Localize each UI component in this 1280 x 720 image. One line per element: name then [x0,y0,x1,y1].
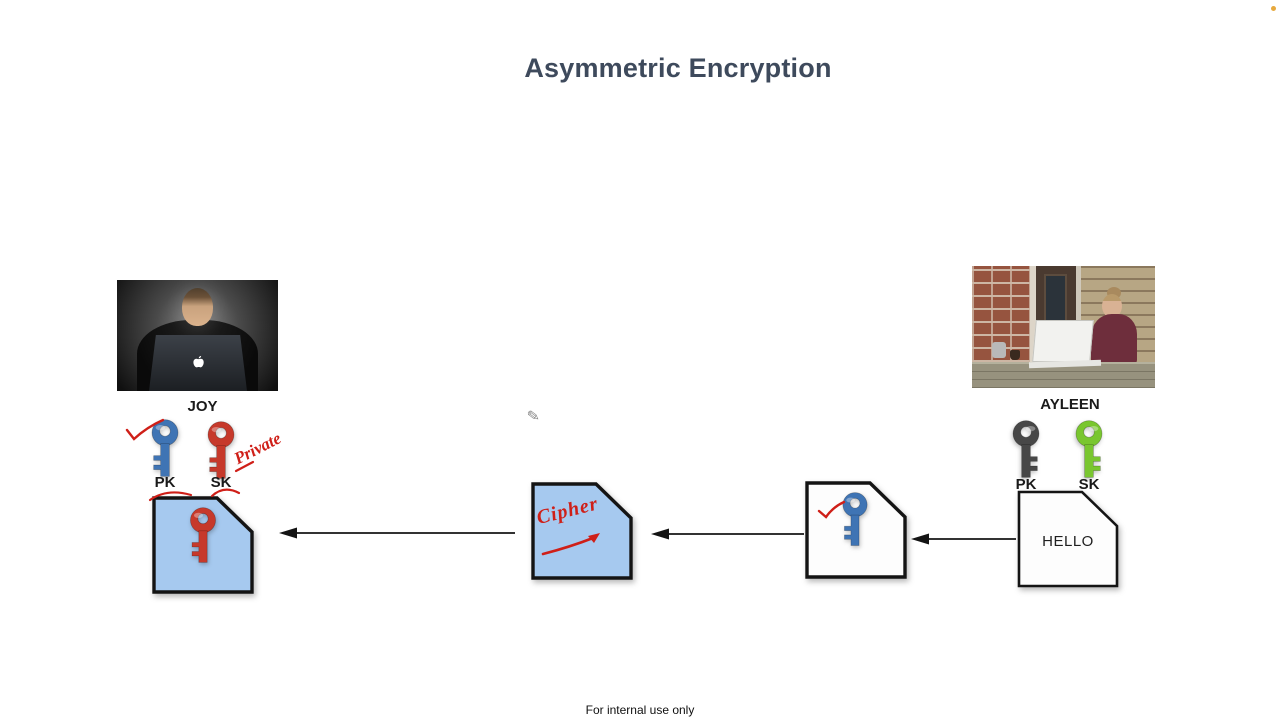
footer-note: For internal use only [585,703,695,717]
pencil-cursor-icon: ✎ [525,407,541,426]
joy-public-key-icon [151,419,179,477]
encrypted-key-document-blue-key-icon [842,492,868,546]
joy-public-key-label: PK [154,474,176,491]
ayleen-photo [972,266,1155,388]
ayleen-photo-head [1102,294,1122,318]
message-document [1017,490,1119,588]
arrow-keydoc-to-cipher [651,528,804,540]
arrow-cipher-to-joy [279,527,515,539]
joy-photo-laptop [149,335,247,391]
message-document-text: HELLO [1042,533,1094,550]
joy-secret-key-icon [207,421,235,479]
ayleen-secret-key-label: SK [1078,476,1100,493]
ayleen-public-key-label: PK [1015,476,1037,493]
joy-photo-head [182,288,213,326]
ayleen-public-key-icon [1012,420,1040,478]
record-indicator-dot [1271,6,1276,11]
ayleen-photo-door-frame [1030,266,1036,366]
slide-title: Asymmetric Encryption [524,53,832,83]
apple-logo-icon [193,355,204,368]
ayleen-photo-kettle [992,342,1006,358]
arrow-hello-to-keydoc [911,533,1016,545]
ayleen-secret-key-icon [1075,420,1103,478]
ayleen-photo-door-window [1044,274,1067,322]
joy-name-label: JOY [187,398,218,415]
ayleen-name-label: AYLEEN [1040,396,1100,413]
received-document-red-key-icon [190,507,216,563]
ayleen-photo-laptop [1032,320,1094,362]
joy-photo [117,280,278,391]
ayleen-photo-door-frame [1076,266,1081,366]
joy-secret-key-label: SK [210,474,232,491]
ayleen-photo-coffee-cup [1010,350,1020,360]
